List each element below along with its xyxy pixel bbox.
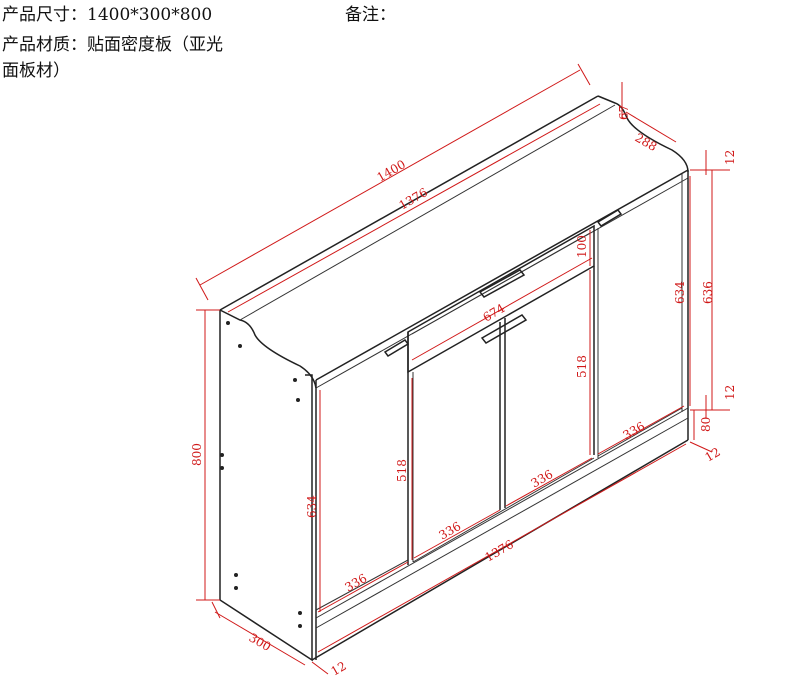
dim-line-12-bottom: [311, 661, 329, 675]
side-hole: [234, 573, 238, 577]
dim-line-336-c: [505, 457, 593, 507]
side-hole: [298, 611, 302, 615]
dimension-labels: 1400 1376 288 67 12 636 634 12 80 12 100…: [190, 105, 737, 679]
dim-line-336-b: [413, 509, 501, 559]
material-spec-line2: 面板材）: [2, 61, 70, 81]
side-hole: [226, 321, 230, 325]
label-12-bottom-right: 12: [703, 445, 723, 465]
label-80: 80: [699, 417, 713, 432]
dim-line-336-a: [317, 561, 409, 613]
label-288: 288: [633, 130, 660, 154]
drawer-handle-front: [480, 314, 528, 344]
dim-line-300: [214, 611, 306, 666]
size-spec: 产品尺寸：1400*300*800: [2, 5, 213, 25]
side-hole: [296, 398, 300, 402]
label-634-right: 634: [673, 281, 687, 304]
door-handle-right: [596, 209, 623, 227]
dim-line-1376-top: [227, 103, 601, 313]
side-hole: [220, 466, 224, 470]
label-1376-bottom: 1376: [483, 537, 516, 564]
drawer-front: [407, 224, 595, 374]
label-636: 636: [701, 281, 715, 304]
label-800: 800: [190, 443, 204, 466]
door-handle-left: [383, 339, 410, 357]
top-inner-edge: [239, 104, 616, 321]
top-front-edge: [315, 169, 689, 381]
label-12-bottom: 12: [329, 659, 349, 679]
remark-label: 备注：: [345, 5, 396, 25]
dim-line-674: [411, 257, 593, 361]
label-1400: 1400: [375, 157, 408, 184]
drawer-handle-top: [478, 269, 526, 298]
left-curve-top: [219, 309, 317, 389]
door-bottom-left: [315, 559, 409, 611]
dimension-lines: [195, 63, 730, 675]
drawer-inner: [411, 232, 591, 335]
top-back-edge: [219, 95, 599, 311]
cabinet-outline: [219, 95, 689, 662]
dim-line-1376-bottom: [317, 443, 687, 653]
label-634-left: 634: [305, 495, 319, 518]
dim-line-12-bottom-right: [689, 441, 713, 453]
bottom-front-edge: [311, 439, 689, 661]
dim-line-1400: [199, 69, 581, 286]
right-curve-top: [597, 95, 689, 173]
side-hole: [238, 344, 242, 348]
label-518-right: 518: [575, 355, 589, 378]
bottom-inner-edge: [315, 407, 689, 619]
label-100: 100: [575, 235, 589, 258]
label-518-left: 518: [395, 459, 409, 482]
label-12-top: 12: [723, 150, 737, 165]
plinth-top: [315, 417, 689, 629]
side-hole: [298, 624, 302, 628]
material-spec-line1: 产品材质：贴面密度板（亚光: [2, 35, 223, 55]
label-12-right: 12: [723, 385, 737, 400]
dim-line-288: [625, 111, 677, 143]
label-300: 300: [247, 630, 274, 654]
label-67: 67: [617, 105, 631, 120]
door-bottom-mid: [412, 457, 595, 563]
dim-line-336-d: [597, 405, 685, 455]
side-hole: [220, 453, 224, 457]
label-336-b: 336: [437, 519, 464, 543]
label-336-c: 336: [529, 467, 556, 491]
label-674: 674: [481, 301, 508, 325]
side-hole: [234, 586, 238, 590]
side-hole: [293, 378, 297, 382]
door-bottom-right: [597, 407, 683, 457]
left-side-panel: [219, 310, 313, 662]
